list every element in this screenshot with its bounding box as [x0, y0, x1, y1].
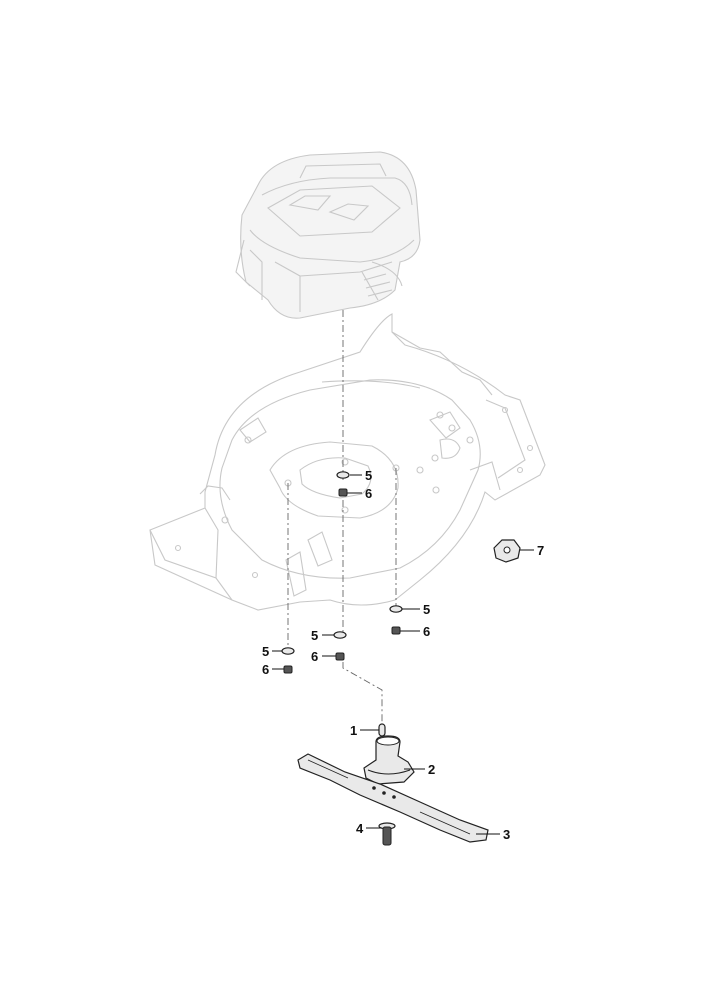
callout-7: 7	[537, 543, 544, 558]
callout-6-upper: 6	[365, 486, 372, 501]
clip-part-7	[493, 539, 521, 563]
callout-1: 1	[350, 723, 357, 738]
nut-6-upper	[338, 488, 348, 497]
washer-5-left	[281, 647, 295, 655]
washer-5-right	[389, 605, 403, 613]
callout-5-upper: 5	[365, 468, 372, 483]
nut-6-left	[283, 665, 293, 674]
mower-deck	[149, 313, 546, 611]
callout-labels: 5 6 5 6 5 6 5 6 7 1 2 3 4	[262, 468, 544, 842]
callout-5-left: 5	[262, 644, 269, 659]
callout-6-right: 6	[423, 624, 430, 639]
blade-adapter-part-2	[363, 735, 415, 785]
callout-2: 2	[428, 762, 435, 777]
nut-6-right	[391, 626, 401, 635]
key-part-1	[378, 723, 386, 737]
callout-3: 3	[503, 827, 510, 842]
assembly-lines	[287, 310, 397, 722]
callout-5-middle: 5	[311, 628, 318, 643]
washer-group	[281, 471, 403, 655]
callout-5-right: 5	[423, 602, 430, 617]
callout-6-middle: 6	[311, 649, 318, 664]
motor-housing	[235, 151, 421, 319]
bolt-part-4	[378, 822, 396, 846]
leader-lines	[272, 474, 534, 835]
nut-6-middle	[335, 652, 345, 661]
callout-6-left: 6	[262, 662, 269, 677]
blade-part-3	[297, 753, 489, 843]
callout-4: 4	[356, 821, 364, 836]
washer-5-middle	[333, 631, 347, 639]
washer-5-upper	[336, 471, 350, 479]
